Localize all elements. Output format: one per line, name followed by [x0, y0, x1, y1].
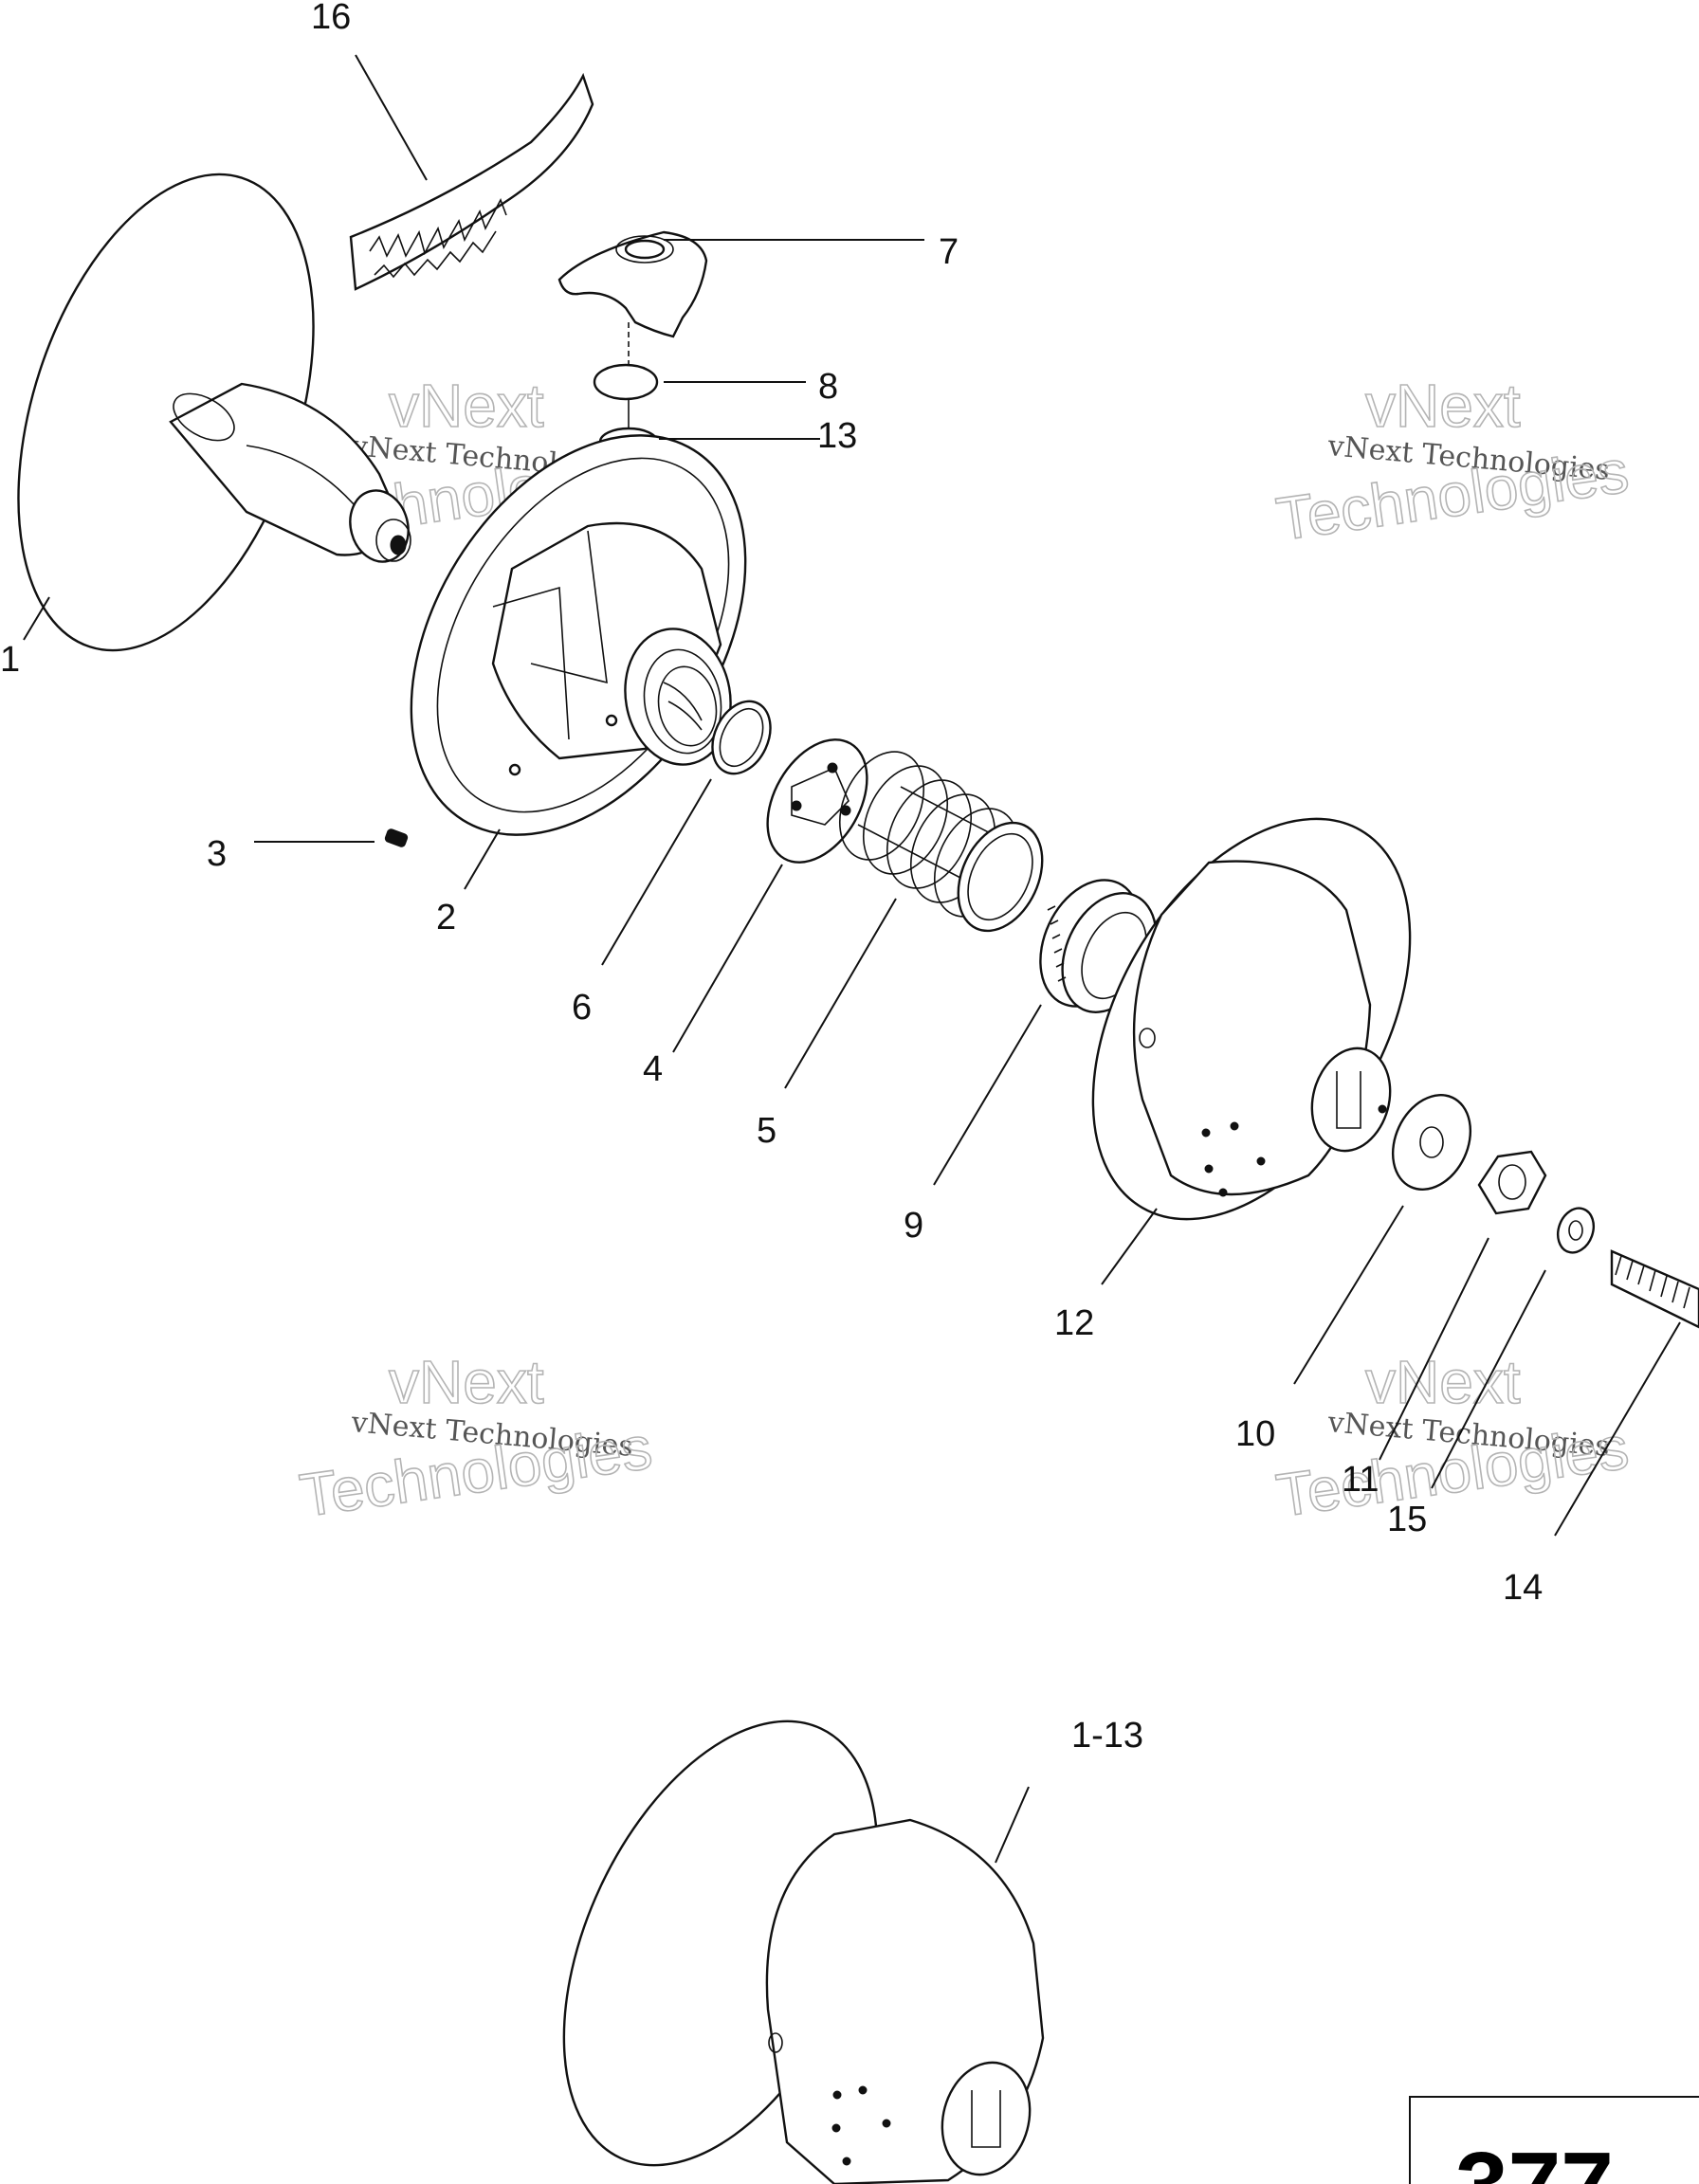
callout-3: 3 [207, 834, 227, 874]
part-3-set-screw [384, 828, 409, 847]
part-2-movable-sheave [410, 434, 747, 836]
callout-11: 11 [1342, 1460, 1379, 1500]
assembled-clutch-1-13 [562, 1720, 1045, 2184]
part-7-ramp-block [557, 230, 708, 338]
watermark-bottom-left: vNext vNext Technologies Technologies [295, 1347, 657, 1530]
part-6-o-ring [711, 700, 772, 775]
watermark-line1: vNext [389, 372, 544, 440]
callout-12: 12 [1054, 1303, 1094, 1343]
watermark-line1: vNext [1365, 372, 1521, 440]
part-4-spring-seat [766, 738, 868, 864]
callout-6: 6 [572, 988, 592, 1028]
watermark-line1: vNext [1365, 1348, 1521, 1416]
part-8-washer [593, 363, 659, 401]
callout-15: 15 [1387, 1500, 1427, 1539]
callout-labels: 16 7 8 13 1 3 2 6 4 5 9 12 10 11 15 14 1… [0, 0, 1543, 1756]
part-15-lock-washer [1556, 1207, 1596, 1254]
callout-10: 10 [1235, 1414, 1275, 1454]
callout-13: 13 [817, 416, 857, 456]
part-16-drive-belt [349, 72, 594, 291]
watermark-line1: vNext [389, 1348, 544, 1416]
callout-1: 1 [0, 640, 20, 680]
callout-2: 2 [436, 898, 456, 937]
part-11-nut [1477, 1150, 1547, 1215]
part-14-bolt [1610, 1249, 1699, 1329]
callout-16: 16 [311, 0, 351, 37]
callout-1-13: 1-13 [1071, 1716, 1143, 1756]
callout-8: 8 [818, 367, 838, 407]
watermark-bottom-right: vNext vNext Technologies Technologies [1271, 1347, 1634, 1530]
callout-9: 9 [904, 1206, 923, 1246]
page-number: 377 [1455, 2133, 1614, 2184]
callout-5: 5 [757, 1111, 776, 1151]
part-10-washer [1391, 1094, 1472, 1191]
callout-14: 14 [1503, 1568, 1543, 1608]
leader-lines [23, 54, 1681, 1864]
callout-4: 4 [643, 1049, 663, 1089]
watermark-top-right: vNext vNext Technologies Technologies [1271, 371, 1634, 554]
callout-7: 7 [939, 232, 959, 272]
page-number-box: 377 [1409, 2096, 1699, 2184]
part-5-spring [838, 751, 1044, 933]
part-12-cover [1091, 817, 1412, 1221]
part-1-fixed-sheave [17, 173, 411, 652]
